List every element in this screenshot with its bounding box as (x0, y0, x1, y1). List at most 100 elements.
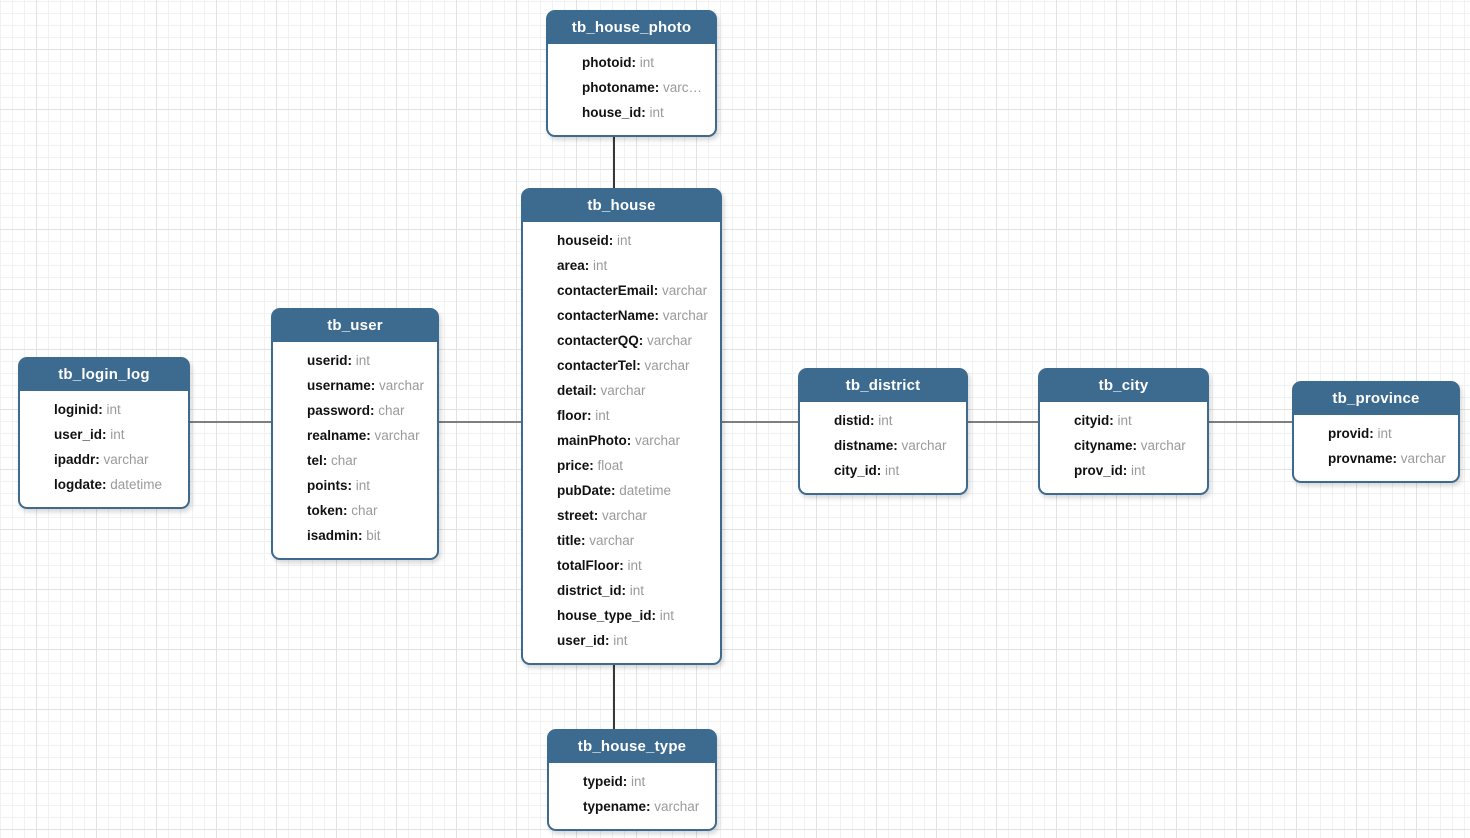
field-name: points: (307, 478, 352, 493)
connector-city-to-province[interactable] (1202, 421, 1299, 423)
field-row[interactable]: points: int (307, 473, 431, 498)
field-row[interactable]: city_id: int (834, 458, 960, 483)
field-name: price: (557, 458, 594, 473)
field-row[interactable]: detail: varchar (557, 378, 714, 403)
connector-district-to-city[interactable] (961, 421, 1045, 423)
field-row[interactable]: password: char (307, 398, 431, 423)
field-type: varchar (370, 428, 420, 443)
connector-house-to-district[interactable] (715, 421, 805, 423)
connector-house-photo-to-house[interactable] (613, 128, 615, 194)
field-name: contacterQQ: (557, 333, 644, 348)
field-name: contacterEmail: (557, 283, 659, 298)
field-row[interactable]: pubDate: datetime (557, 478, 714, 503)
field-row[interactable]: cityname: varchar (1074, 433, 1201, 458)
connector-user-to-house[interactable] (429, 421, 528, 423)
field-row[interactable]: isadmin: bit (307, 523, 431, 548)
field-row[interactable]: district_id: int (557, 578, 714, 603)
field-row[interactable]: floor: int (557, 403, 714, 428)
connector-house-to-house-type[interactable] (613, 660, 615, 735)
field-row[interactable]: tel: char (307, 448, 431, 473)
field-row[interactable]: provid: int (1328, 421, 1452, 446)
field-type: varchar (640, 358, 690, 373)
field-type: int (874, 413, 893, 428)
field-name: street: (557, 508, 599, 523)
field-name: photoname: (582, 80, 660, 95)
field-type: datetime (615, 483, 672, 498)
table-header[interactable]: tb_house_photo (548, 12, 715, 44)
field-type: int (645, 105, 664, 120)
field-name: cityid: (1074, 413, 1114, 428)
field-row[interactable]: logdate: datetime (54, 472, 182, 497)
field-row[interactable]: user_id: int (54, 422, 182, 447)
field-row[interactable]: userid: int (307, 348, 431, 373)
field-row[interactable]: realname: varchar (307, 423, 431, 448)
field-name: provname: (1328, 451, 1398, 466)
field-row[interactable]: house_type_id: int (557, 603, 714, 628)
field-name: prov_id: (1074, 463, 1128, 478)
table-header[interactable]: tb_user (273, 310, 437, 342)
field-row[interactable]: photoid: int (582, 50, 709, 75)
field-row[interactable]: houseid: int (557, 228, 714, 253)
field-type: int (656, 608, 675, 623)
field-row[interactable]: typename: varchar (583, 794, 709, 819)
field-name: area: (557, 258, 590, 273)
field-row[interactable]: totalFloor: int (557, 553, 714, 578)
field-row[interactable]: user_id: int (557, 628, 714, 653)
field-type: varchar (659, 308, 708, 323)
table-title: tb_city (1098, 377, 1149, 394)
field-type: int (881, 463, 900, 478)
field-row[interactable]: contacterName: varchar (557, 303, 714, 328)
field-name: username: (307, 378, 376, 393)
field-row[interactable]: street: varchar (557, 503, 714, 528)
field-row[interactable]: house_id: int (582, 100, 709, 125)
field-name: mainPhoto: (557, 433, 632, 448)
table-header[interactable]: tb_login_log (20, 359, 188, 391)
field-row[interactable]: mainPhoto: varchar (557, 428, 714, 453)
table-header[interactable]: tb_city (1040, 370, 1207, 402)
field-name: district_id: (557, 583, 627, 598)
field-row[interactable]: distname: varchar (834, 433, 960, 458)
field-row[interactable]: token: char (307, 498, 431, 523)
field-row[interactable]: ipaddr: varchar (54, 447, 182, 472)
field-row[interactable]: title: varchar (557, 528, 714, 553)
field-row[interactable]: contacterTel: varchar (557, 353, 714, 378)
field-row[interactable]: photoname: varc… (582, 75, 709, 100)
table-header[interactable]: tb_house (523, 190, 720, 222)
field-type: varchar (643, 333, 693, 348)
field-row[interactable]: loginid: int (54, 397, 182, 422)
field-row[interactable]: price: float (557, 453, 714, 478)
field-type: varchar (375, 378, 425, 393)
field-row[interactable]: distid: int (834, 408, 960, 433)
field-name: password: (307, 403, 375, 418)
field-type: char (327, 453, 358, 468)
connector-login-log-to-user[interactable] (184, 421, 278, 423)
table-header[interactable]: tb_district (800, 370, 966, 402)
field-type: datetime (106, 477, 163, 492)
field-row[interactable]: prov_id: int (1074, 458, 1201, 483)
field-name: photoid: (582, 55, 636, 70)
field-type: char (347, 503, 378, 518)
field-row[interactable]: area: int (557, 253, 714, 278)
table-header[interactable]: tb_house_type (549, 731, 715, 763)
field-row[interactable]: typeid: int (583, 769, 709, 794)
table-title: tb_house_type (577, 738, 687, 755)
field-name: floor: (557, 408, 592, 423)
field-row[interactable]: contacterEmail: varchar (557, 278, 714, 303)
field-row[interactable]: cityid: int (1074, 408, 1201, 433)
field-name: house_type_id: (557, 608, 657, 623)
table-header[interactable]: tb_province (1294, 383, 1458, 415)
field-row[interactable]: provname: varchar (1328, 446, 1452, 471)
field-row[interactable]: contacterQQ: varchar (557, 328, 714, 353)
field-row[interactable]: username: varchar (307, 373, 431, 398)
